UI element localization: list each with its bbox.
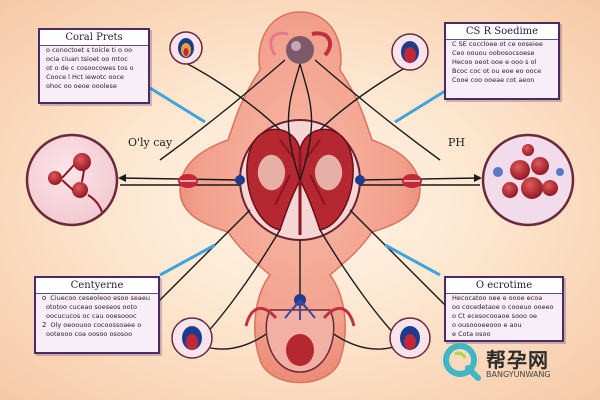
panel-item: ototoo cuceao soeseos ooto xyxy=(46,303,138,311)
panel-line: oo cocedetaoe o cooeuo ooeeo xyxy=(452,303,554,311)
panel-title: CS R Soedime xyxy=(446,24,558,40)
right-label: PH xyxy=(448,136,465,149)
panel-line: Cooe coo ooeae cot aeon xyxy=(452,76,535,84)
panel-line: o Ct ecesocooaoe sooo oe xyxy=(452,312,538,320)
info-panel-bottom-right: O ecrotime Hecocatoo oee e oooe ecoa oo … xyxy=(444,276,564,342)
panel-line: ocia ciuan tsioet oo mtoc xyxy=(46,55,128,63)
watermark-text: 帮孕网 xyxy=(486,348,549,372)
info-panel-top-left: Coral Prets o conoctoet s toicle ti o oo… xyxy=(38,28,150,104)
bottom-left-organ-icon xyxy=(171,317,213,359)
blue-arrows xyxy=(149,86,451,277)
panel-line: o ousoooeeooo e aou xyxy=(452,321,522,329)
info-panel-top-right: CS R Soedime C SE coccloee ot ce ooseiee… xyxy=(444,22,560,100)
panel-line: ohoc oo oeoe ooolese xyxy=(46,82,117,90)
panel-item: oocucucos oc cau ooesoooc xyxy=(46,312,137,320)
panel-line: Hecocatoo oee e oooe ecoa xyxy=(452,294,543,302)
side-organ-left xyxy=(178,174,198,188)
bottom-right-organ-icon xyxy=(389,317,431,359)
top-left-organ-icon xyxy=(169,31,203,65)
left-label: O'ly cay xyxy=(128,136,173,149)
bottom-organ xyxy=(244,299,356,373)
panel-line: o conoctoet s toicle ti o oo xyxy=(46,46,133,54)
arrow-heads xyxy=(118,174,482,182)
pituitary-organ xyxy=(269,31,333,64)
panel-title: O ecrotime xyxy=(446,278,562,294)
panel-line: Bcoc coc ot ou eoe eo ooce xyxy=(452,67,542,75)
top-right-organ-icon xyxy=(391,33,429,71)
left-cell-circle xyxy=(25,133,119,227)
watermark-logo-icon xyxy=(443,343,481,381)
panel-title: Coral Prets xyxy=(40,30,148,46)
panel-line: Hecoo oeot ooe e ooo s ol xyxy=(452,58,537,66)
watermark-subtext: BANGYUNWANG xyxy=(486,370,551,379)
panel-line: ot o de c cosoocowes tos o xyxy=(46,64,134,72)
panel-line: Cooce l Hct iewotc ooce xyxy=(46,73,124,81)
panel-item: ooteooo coa oosoo ososoo xyxy=(46,330,133,338)
panel-line: C SE coccloee ot ce ooseiee xyxy=(452,40,543,48)
side-organ-right xyxy=(402,174,422,188)
panel-line: e Cota osoo xyxy=(452,330,491,338)
watermark: 帮孕网 BANGYUNWANG xyxy=(442,342,582,386)
panel-title: Centyerne xyxy=(36,278,158,294)
right-cell-circle xyxy=(481,133,575,227)
panel-line: Ceo oouou oobosocsoese xyxy=(452,49,535,57)
